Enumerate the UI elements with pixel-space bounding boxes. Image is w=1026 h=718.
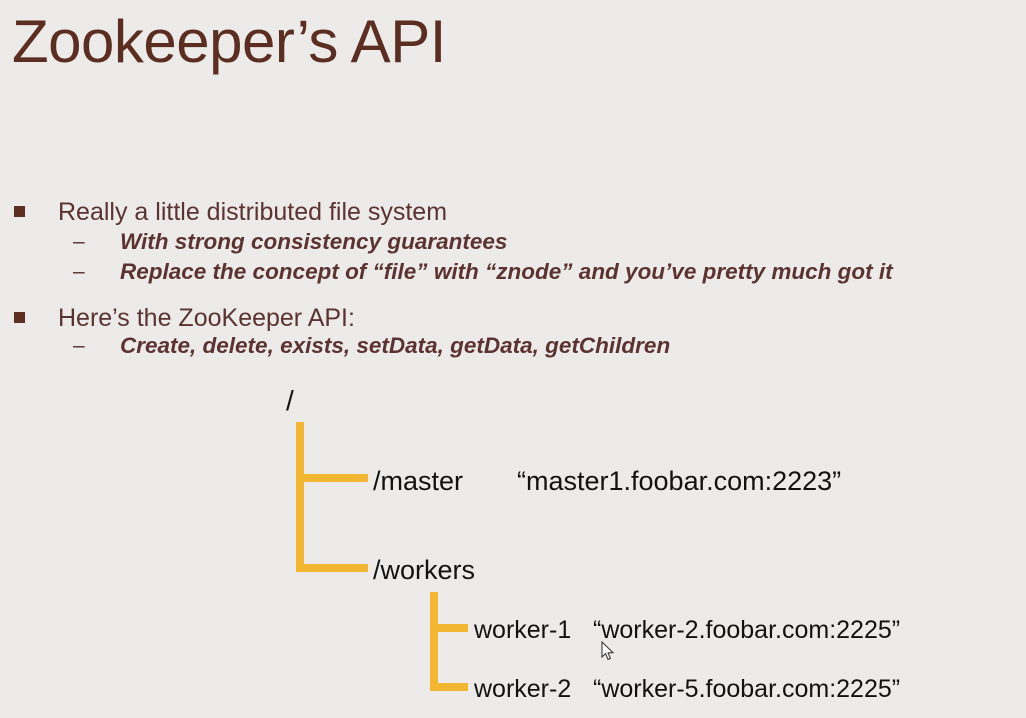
dash-bullet-icon: – <box>73 230 85 253</box>
bullet-item-1: Really a little distributed file system <box>0 196 1026 230</box>
tree-node-master-value: “master1.foobar.com:2223” <box>517 466 842 496</box>
bullet-item-4: Here’s the ZooKeeper API: <box>0 302 1026 336</box>
bullet-item-2-label: With strong consistency guarantees <box>120 229 508 254</box>
bullet-item-2: – With strong consistency guarantees <box>0 227 1026 257</box>
tree-branch-worker-2 <box>430 683 468 691</box>
dash-bullet-icon: – <box>73 260 85 283</box>
square-bullet-icon <box>14 312 25 323</box>
bullet-item-3-label: Replace the concept of “file” with “znod… <box>120 259 893 284</box>
tree-branch-worker-1 <box>430 624 468 632</box>
bullet-item-3: – Replace the concept of “file” with “zn… <box>0 257 1026 287</box>
tree-branch-workers <box>296 564 368 572</box>
tree-node-worker-1-label: worker-1 <box>474 616 572 644</box>
tree-node-master-label: /master <box>373 466 464 496</box>
tree-root-label: / <box>286 385 294 416</box>
bullet-item-5: – Create, delete, exists, setData, getDa… <box>0 331 1026 361</box>
tree-branch-master <box>296 474 368 482</box>
tree-node-worker-2-value: “worker-5.foobar.com:2225” <box>593 675 901 703</box>
square-bullet-icon <box>14 206 25 217</box>
tree-node-worker-1-value: “worker-2.foobar.com:2225” <box>593 616 901 644</box>
bullet-item-1-label: Really a little distributed file system <box>58 198 448 226</box>
tree-node-worker-2-label: worker-2 <box>474 675 572 703</box>
page-title: Zookeeper’s API <box>12 8 446 75</box>
tree-node-workers-label: /workers <box>373 555 476 585</box>
tree-subtrunk-line <box>430 592 438 691</box>
tree-trunk-line <box>296 422 304 572</box>
bullet-item-5-label: Create, delete, exists, setData, getData… <box>120 333 671 358</box>
dash-bullet-icon: – <box>73 334 85 357</box>
bullet-item-4-label: Here’s the ZooKeeper API: <box>58 304 355 332</box>
